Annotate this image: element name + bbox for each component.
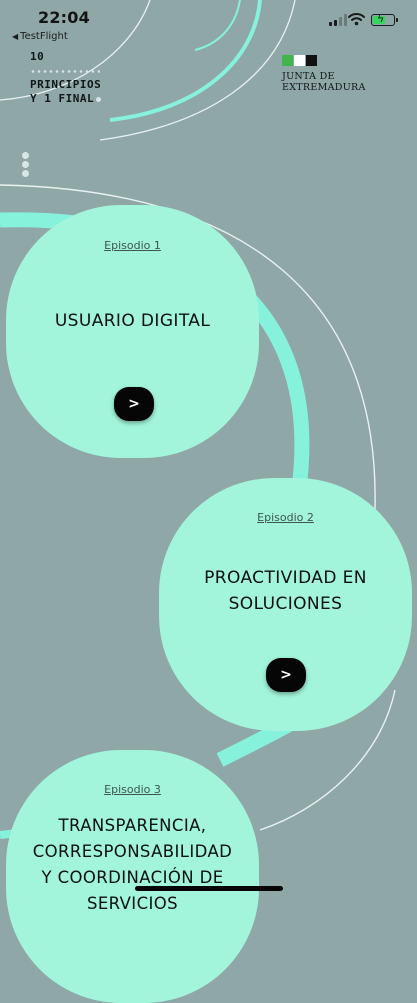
status-time: 22:04 — [38, 8, 90, 27]
back-to-app-link[interactable]: ◀TestFlight — [12, 31, 68, 42]
logo-line-1: 10 — [30, 50, 45, 63]
episode-title: PROACTIVIDAD EN SOLUCIONES — [204, 568, 367, 614]
play-episode-button[interactable]: > — [266, 658, 306, 692]
home-indicator[interactable] — [135, 886, 283, 891]
back-arrow-icon: ◀ — [12, 32, 19, 41]
status-bar: 22:04 ◀TestFlight ϟ — [0, 0, 417, 44]
back-app-label: TestFlight — [20, 31, 68, 42]
junta-extremadura-logo: JUNTA DE EXTREMADURA — [282, 55, 417, 93]
episode-label: Episodio 3 — [104, 783, 161, 796]
episode-card-1[interactable]: Episodio 1 USUARIO DIGITAL > — [6, 205, 259, 458]
episode-title: USUARIO DIGITAL — [54, 311, 211, 331]
episode-title: TRANSPARENCIA, CORRESPONSABILIDAD Y COOR… — [32, 816, 233, 913]
wifi-icon — [348, 13, 365, 26]
battery-icon: ϟ — [371, 12, 398, 26]
logo-line-2: PRINCIPIOS — [30, 78, 102, 91]
app-logo: 10 PRINCIPIOS Y 1 FINAL — [30, 50, 102, 106]
episode-label: Episodio 2 — [257, 511, 314, 524]
episode-card-2[interactable]: Episodio 2 PROACTIVIDAD EN SOLUCIONES > — [159, 478, 412, 731]
play-episode-button[interactable]: > — [114, 387, 154, 421]
episode-label: Episodio 1 — [104, 239, 161, 252]
episode-card-3[interactable]: Episodio 3 TRANSPARENCIA, CORRESPONSABIL… — [6, 750, 259, 1003]
government-name: JUNTA DE EXTREMADURA — [282, 71, 366, 93]
extremadura-flag-icon — [282, 55, 417, 66]
vertical-dots-decor — [22, 152, 29, 177]
charging-bolt-icon: ϟ — [377, 12, 385, 25]
logo-line-3: Y 1 FINAL — [30, 92, 95, 105]
cellular-signal-icon — [329, 14, 347, 26]
